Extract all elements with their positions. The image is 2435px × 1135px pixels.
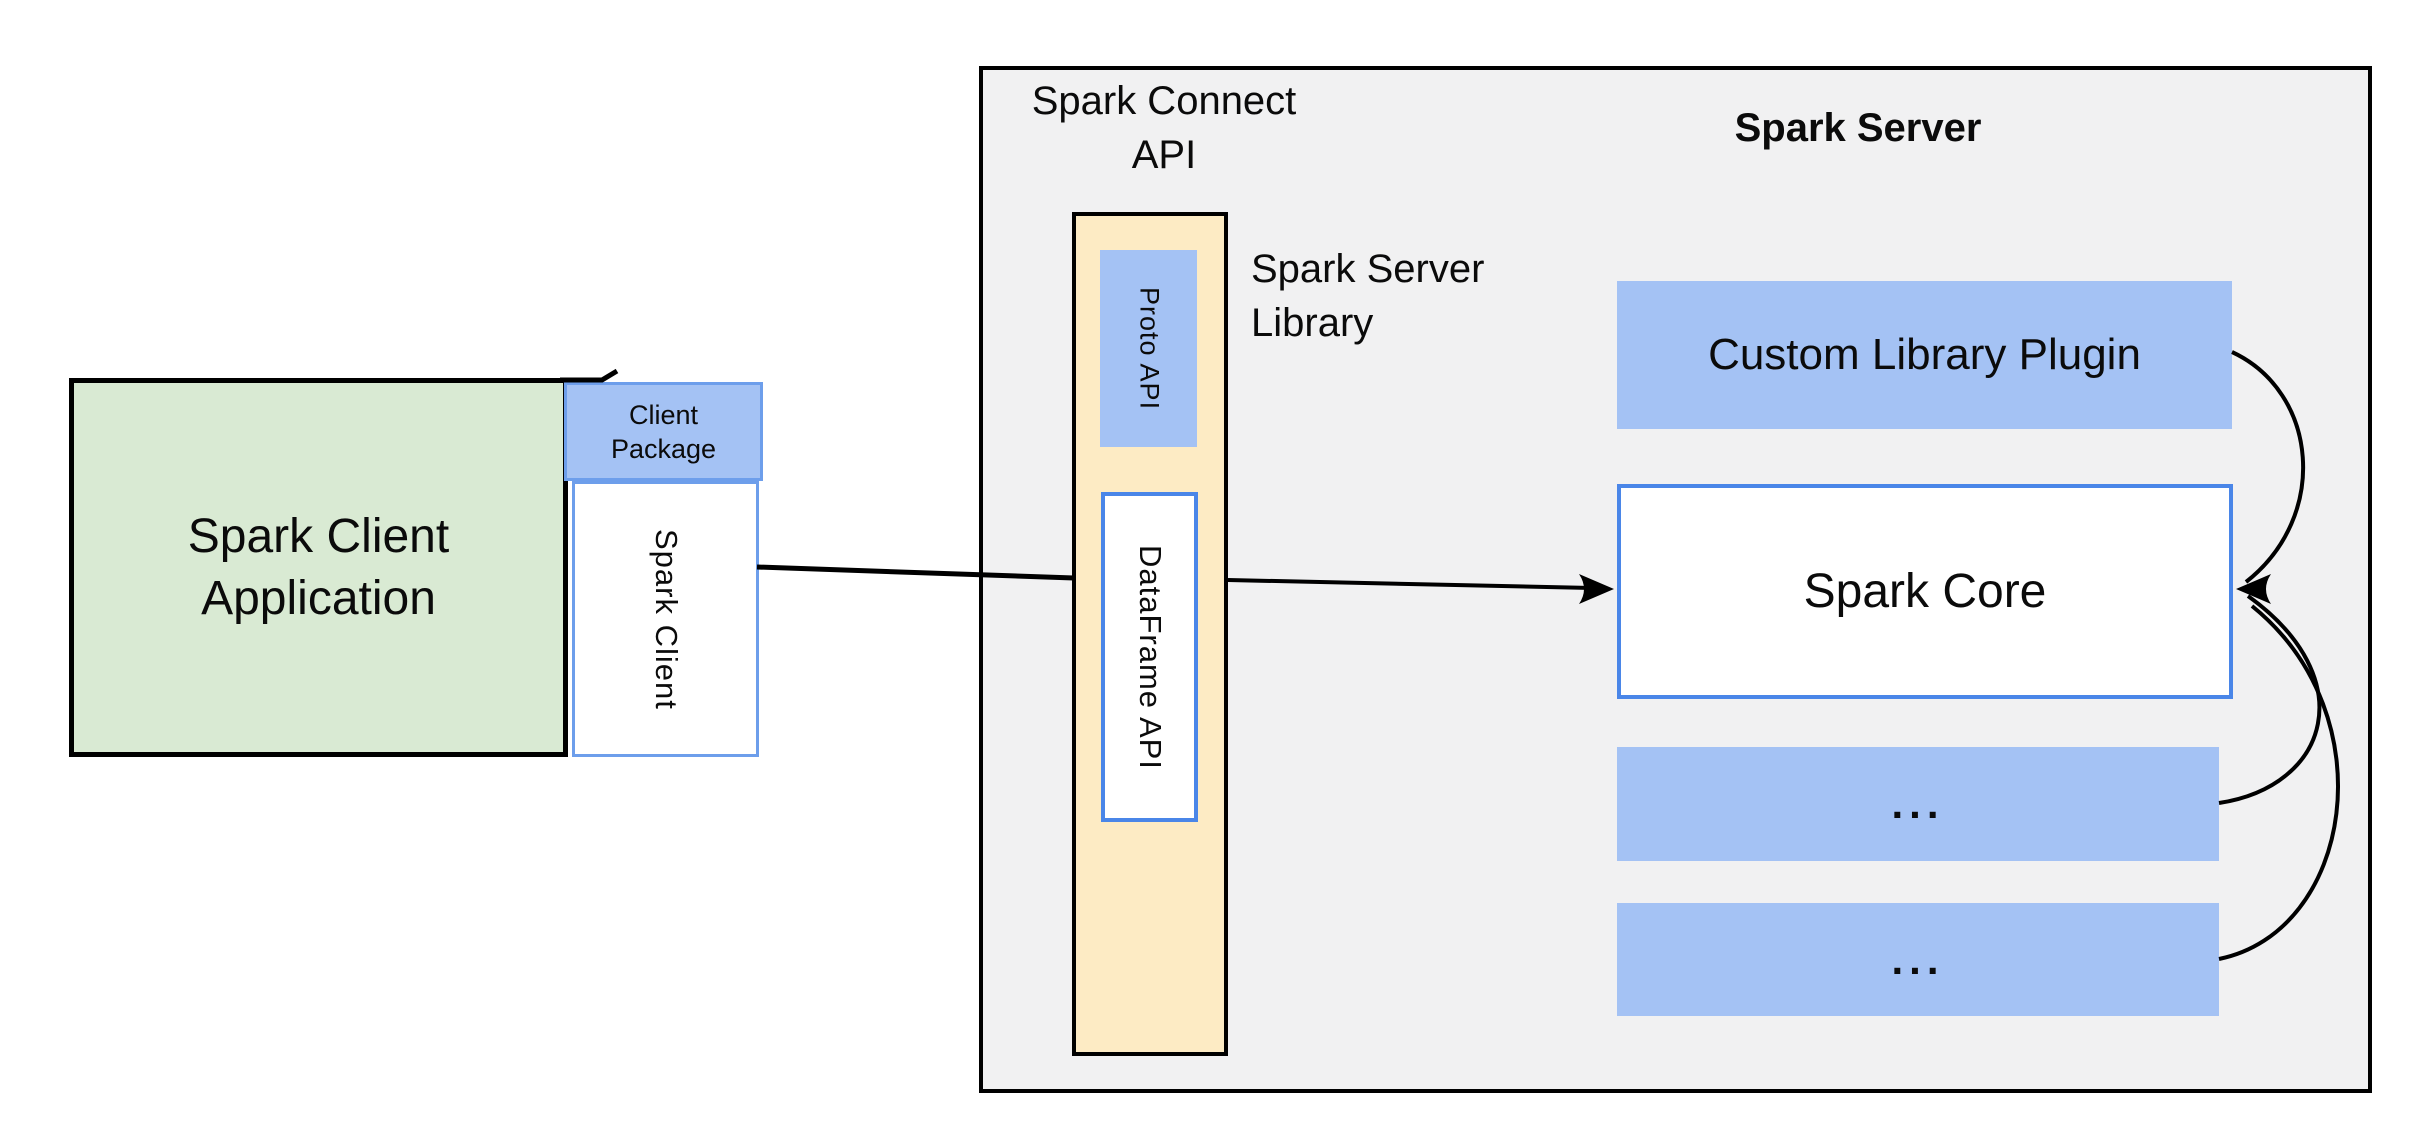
plugin-placeholder-1-label: ... [1891,780,1945,828]
spark-client-application-box: Spark Client Application [69,378,568,757]
custom-library-plugin-box: Custom Library Plugin [1617,281,2232,429]
spark-server-library-line2: Library [1251,301,1374,345]
client-package-line1: Client [628,399,699,430]
dataframe-api-label: DataFrame API [1132,544,1168,770]
spark-connect-api-title: Spark Connect API [989,72,1339,184]
plugin-placeholder-box-2: ... [1617,903,2219,1016]
spark-connect-api-title-line2: API [1131,133,1197,177]
proto-api-label: Proto API [1134,286,1165,411]
spark-server-title-text: Spark Server [1734,106,1982,150]
plugin-placeholder-box-1: ... [1617,747,2219,861]
spark-server-library-line1: Spark Server [1251,247,1485,291]
spark-client-box: Spark Client [572,481,759,757]
spark-client-label: Spark Client [648,528,684,710]
dataframe-api-box: DataFrame API [1101,492,1198,822]
spark-client-application-line1: Spark Client [187,509,450,563]
spark-client-application-line2: Application [201,571,436,625]
client-package-line2: Package [610,433,717,464]
plugin-placeholder-2-label: ... [1891,935,1945,983]
spark-server-library-label: Spark Server Library [1251,240,1671,352]
custom-library-plugin-label: Custom Library Plugin [1708,329,2141,379]
spark-server-title: Spark Server [1658,100,2058,156]
spark-core-label: Spark Core [1803,564,2047,618]
green-box-border-stub [560,368,619,383]
spark-core-box: Spark Core [1617,484,2233,699]
spark-connect-api-title-line1: Spark Connect [1031,79,1297,123]
client-package-box: Client Package [564,382,763,481]
proto-api-box: Proto API [1100,250,1197,447]
